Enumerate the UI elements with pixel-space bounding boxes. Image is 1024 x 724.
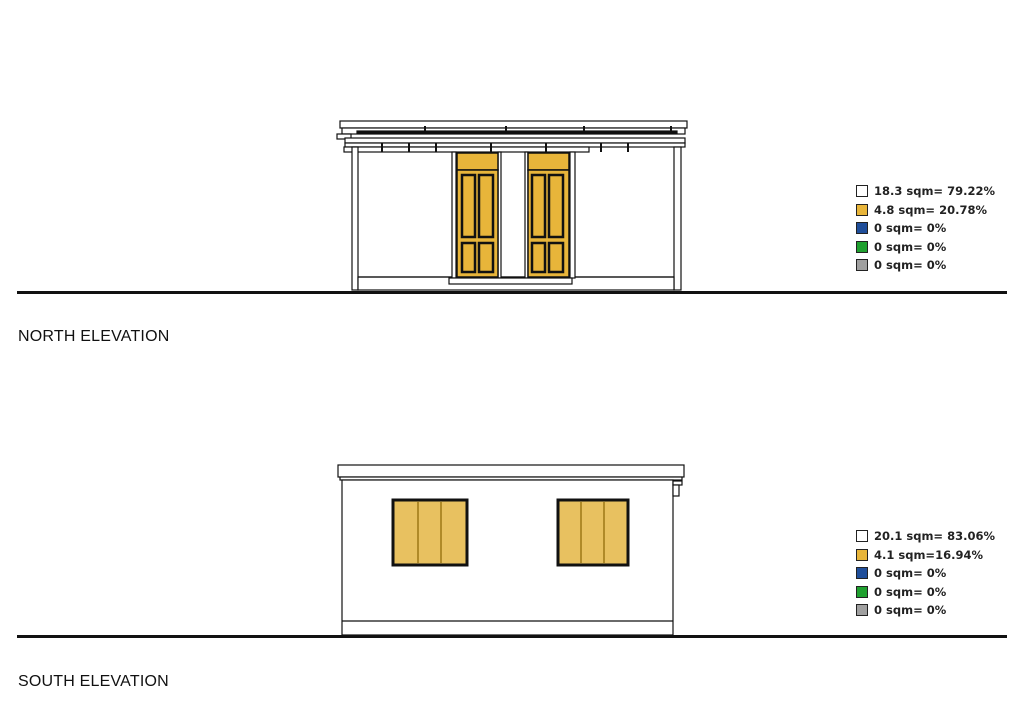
swatch-grey xyxy=(856,259,868,272)
swatch-yellow xyxy=(856,548,868,561)
post-left xyxy=(351,146,359,291)
north-legend: 18.3 sqm= 79.22% 4.8 sqm= 20.78% 0 sqm= … xyxy=(856,182,995,275)
beam-upper xyxy=(344,137,686,144)
legend-text: 0 sqm= 0% xyxy=(874,221,947,236)
south-elevation-title: SOUTH ELEVATION xyxy=(18,673,169,690)
south-elevation-drawing xyxy=(17,464,1007,638)
legend-text: 4.8 sqm= 20.78% xyxy=(874,202,987,217)
swatch-green xyxy=(856,585,868,598)
threshold xyxy=(448,277,573,285)
legend-item: 0 sqm= 0% xyxy=(856,238,995,257)
north-elevation-drawing xyxy=(17,120,1007,294)
ground-line-north xyxy=(17,291,1007,294)
legend-item: 0 sqm= 0% xyxy=(856,583,995,602)
legend-item: 0 sqm= 0% xyxy=(856,219,995,238)
swatch-grey xyxy=(856,604,868,617)
legend-item: 18.3 sqm= 79.22% xyxy=(856,182,995,201)
legend-text: 0 sqm= 0% xyxy=(874,584,947,599)
beam-lower xyxy=(343,146,590,153)
legend-item: 0 sqm= 0% xyxy=(856,601,995,620)
rafter-ends xyxy=(381,126,672,152)
door-2 xyxy=(527,152,570,278)
swatch-green xyxy=(856,240,868,253)
legend-text: 0 sqm= 0% xyxy=(874,258,947,273)
legend-text: 0 sqm= 0% xyxy=(874,239,947,254)
legend-text: 20.1 sqm= 83.06% xyxy=(874,529,995,544)
door-1 xyxy=(456,152,499,278)
window-1 xyxy=(391,498,469,567)
legend-text: 0 sqm= 0% xyxy=(874,603,947,618)
roof-fascia xyxy=(337,464,685,478)
gutter xyxy=(356,130,678,134)
south-legend: 20.1 sqm= 83.06% 4.1 sqm=16.94% 0 sqm= 0… xyxy=(856,527,995,620)
swatch-blue xyxy=(856,222,868,235)
north-elevation-title: NORTH ELEVATION xyxy=(18,328,170,345)
roof-fascia xyxy=(339,120,688,129)
legend-item: 20.1 sqm= 83.06% xyxy=(856,527,995,546)
swatch-yellow xyxy=(856,203,868,216)
legend-text: 4.1 sqm=16.94% xyxy=(874,547,983,562)
post-right xyxy=(673,146,682,291)
legend-text: 18.3 sqm= 79.22% xyxy=(874,184,995,199)
legend-item: 0 sqm= 0% xyxy=(856,564,995,583)
legend-item: 0 sqm= 0% xyxy=(856,256,995,275)
roof-end xyxy=(336,133,352,140)
swatch-blue xyxy=(856,567,868,580)
legend-item: 4.1 sqm=16.94% xyxy=(856,546,995,565)
swatch-white xyxy=(856,185,868,198)
legend-item: 4.8 sqm= 20.78% xyxy=(856,201,995,220)
window-2 xyxy=(556,498,630,567)
ground-line-south xyxy=(17,635,1007,638)
door-frame-left xyxy=(451,151,457,279)
beam-mid xyxy=(344,142,686,148)
legend-text: 0 sqm= 0% xyxy=(874,566,947,581)
swatch-white xyxy=(856,530,868,543)
